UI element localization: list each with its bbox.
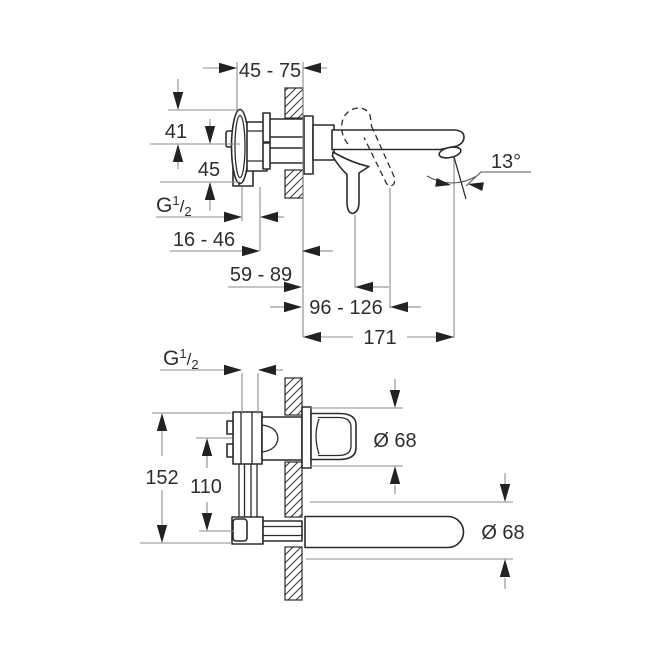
dim-range-2-label: 59 - 89 [230,264,292,286]
dim-axis-distance: 110 [190,438,222,531]
body-to-wall [261,416,303,461]
wall-hatch [284,377,303,416]
spout-arm [331,129,465,151]
dim-spout-reach-label: 171 [363,327,396,349]
dim-thread-label: G1/2 [163,346,199,372]
mixer-body-plan [226,406,465,549]
dim-depth-range: 45 - 75 [203,60,327,82]
mounting-plate-side [303,115,314,175]
spout-side [331,129,465,159]
body-cap [226,420,234,435]
mixer-body-side [225,108,335,187]
spout-angle-annotation: 13° [426,151,531,200]
dim-thread-top-view: G1/2 [156,193,284,223]
dim-spout-reach: 171 [303,327,454,349]
spout-base [312,124,335,161]
dim-range-2: 59 - 89 [228,264,389,293]
angle-arc [426,175,478,184]
upper-tube [266,118,305,138]
extension-lines-top-view [150,62,455,338]
handle-dome [310,412,357,461]
spout-plan [304,515,465,549]
wall-hatch [284,461,303,518]
wall-hatch [284,546,303,601]
spout-angle-label: 13° [491,151,521,173]
dim-range-1: 16 - 46 [170,229,333,257]
wall-hatch [284,87,304,119]
valve-block [232,411,263,465]
mounting-plate-plan [301,406,312,469]
dim-range-1-label: 16 - 46 [173,229,235,251]
angle-reference-line [453,156,467,200]
wall-section-plan [284,377,303,601]
dim-thread-bottom-view: G1/2 [160,346,283,376]
dim-total-height: 152 [145,413,179,543]
spout-supply-pipe [262,520,303,542]
dim-41-label: 41 [165,121,187,143]
flange-tab [262,142,271,170]
dim-dia-68-label: Ø 68 [373,430,416,452]
body-cap [226,443,234,458]
lever-handle-side [331,151,370,215]
dim-range-3: 96 - 126 [270,297,421,319]
angle-leader-line [465,171,531,187]
extension-lines-bottom-view [140,373,513,560]
top-view: 45 - 75 41 45 G1/2 [150,60,531,349]
dim-spout-escutcheon-diameter: Ø 68 [481,473,525,589]
dim-depth-range-label: 45 - 75 [239,60,301,82]
dim-range-3-label: 96 - 126 [309,297,382,319]
wall-section-side [284,87,304,199]
dim-thread-label: G1/2 [156,193,192,219]
dim-110-label: 110 [190,476,222,498]
dim-dia-68-spout-label: Ø 68 [481,522,524,544]
bottom-view: G1/2 152 110 Ø 68 [140,346,525,601]
escutcheon-ellipse [230,108,250,185]
lower-tube [266,147,305,164]
wall-hatch [284,169,304,199]
dim-escutcheon-diameter: Ø 68 [373,379,417,494]
dim-45: 45 [198,119,220,211]
aerator-nub [438,146,462,159]
lever-handle-dashed [341,107,396,187]
dim-45-label: 45 [198,159,220,181]
dim-152-label: 152 [145,467,178,489]
dim-41: 41 [165,79,187,169]
flange-tab [262,112,271,143]
